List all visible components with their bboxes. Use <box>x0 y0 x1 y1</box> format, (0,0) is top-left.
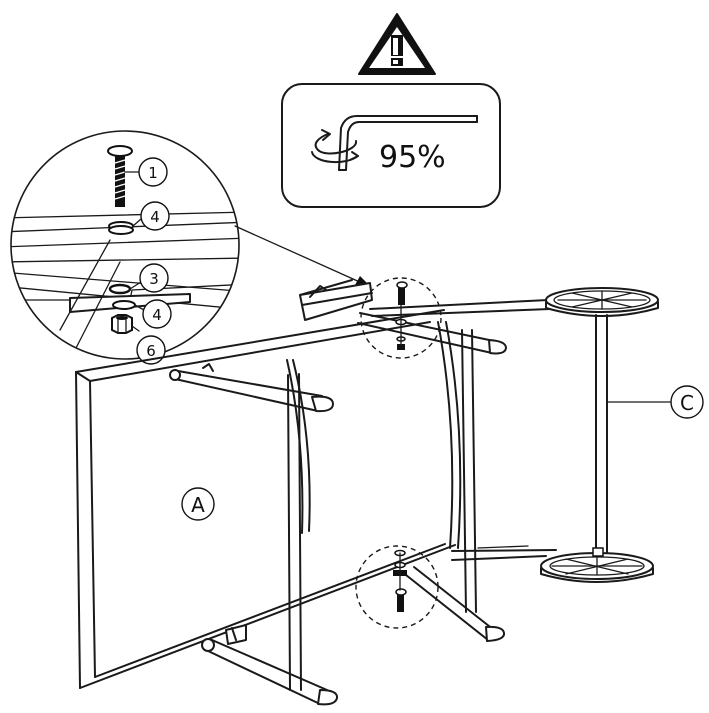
callout-4-bottom: 4 <box>142 299 172 329</box>
bolt <box>107 145 133 207</box>
foot-bar-bottom-right <box>405 566 506 642</box>
svg-text:6: 6 <box>146 342 156 360</box>
callout-1: 1 <box>138 157 168 187</box>
svg-text:A: A <box>191 493 205 517</box>
svg-text:4: 4 <box>152 306 162 324</box>
focus-circle-bottom <box>355 545 439 629</box>
svg-text:3: 3 <box>149 270 159 288</box>
table-frame <box>75 277 659 706</box>
washer-top <box>108 221 134 235</box>
torque-value: 95% <box>379 140 446 175</box>
callout-4-top: 4 <box>140 201 170 231</box>
label-c: C <box>606 385 704 419</box>
svg-text:1: 1 <box>148 164 158 182</box>
foot-bar-bottom <box>201 638 339 706</box>
hex-key-icon <box>338 115 478 171</box>
nut <box>111 314 133 334</box>
torque-box: 95% <box>281 83 501 208</box>
focus-circle-top <box>360 277 442 359</box>
spring-washer <box>108 283 132 295</box>
washer-bottom <box>112 300 136 310</box>
detail-leader <box>234 225 372 288</box>
callout-3: 3 <box>139 263 169 293</box>
label-a: A <box>181 487 215 521</box>
svg-text:4: 4 <box>150 208 160 226</box>
detail-view: 1 4 3 4 6 <box>10 130 240 365</box>
foot-bar-top-right <box>357 312 507 355</box>
warning-triangle-icon <box>358 13 436 75</box>
foot-bar-top <box>169 363 334 413</box>
callout-6: 6 <box>136 335 166 365</box>
clockwise-rotation-icon <box>311 129 359 164</box>
svg-text:C: C <box>680 391 694 415</box>
leg-c <box>540 287 659 583</box>
